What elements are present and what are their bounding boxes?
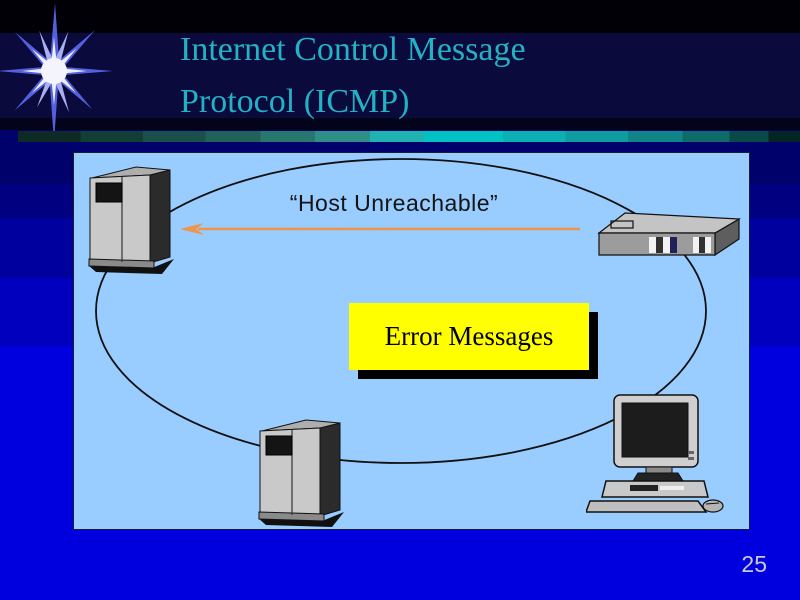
divider-stripe	[18, 131, 800, 142]
server-icon	[88, 166, 174, 274]
slide-title: Internet Control Message Protocol (ICMP)	[180, 24, 640, 128]
error-messages-box: Error Messages	[349, 303, 589, 370]
host-unreachable-label: “Host Unreachable”	[289, 190, 499, 216]
error-messages-label: Error Messages	[384, 321, 554, 351]
slide-title-line1: Internet Control Message	[180, 31, 526, 68]
host-unreachable-arrow	[180, 223, 580, 235]
slide-title-line2: Protocol (ICMP)	[180, 83, 410, 120]
diagram-panel: “Host Unreachable” Error Messages	[73, 152, 750, 530]
starburst-icon	[0, 3, 113, 141]
page-number: 25	[741, 551, 767, 577]
network-ring-ellipse	[95, 158, 707, 464]
router-icon	[597, 212, 742, 257]
desktop-computer-icon	[586, 394, 724, 513]
server-icon	[258, 419, 344, 527]
